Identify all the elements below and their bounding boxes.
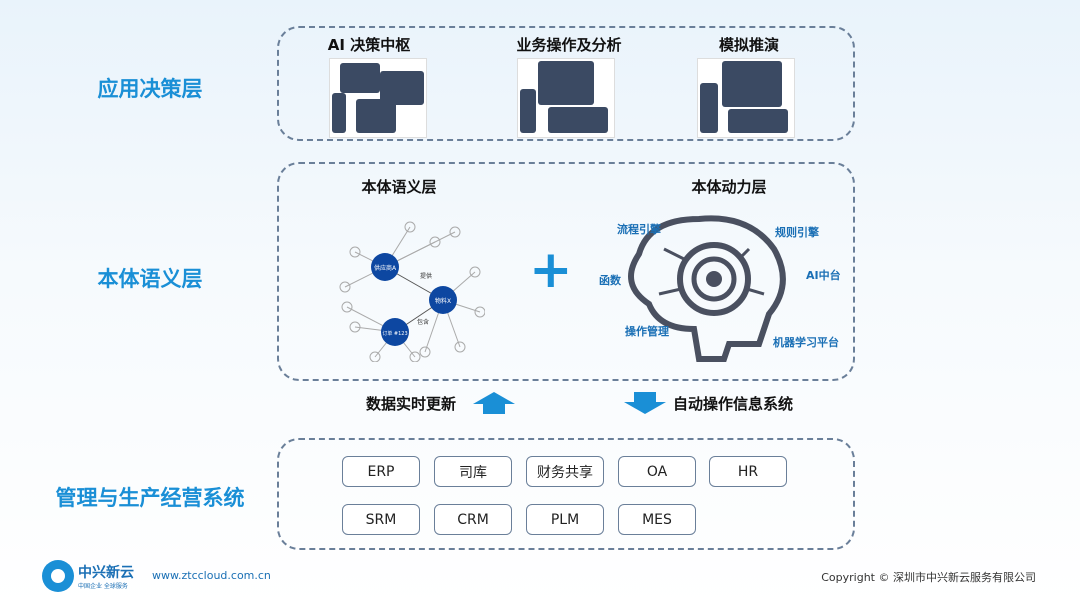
business-ops-screenshot <box>517 58 615 138</box>
down-arrow-icon <box>624 392 666 414</box>
layer-label-ontology: 本体语义层 <box>97 267 203 291</box>
ontology-layer-box: 本体语义层 本体动力层 供应商A 物料X 订单 #123 提供 包含 + 流程引… <box>277 162 855 381</box>
tag-rule-engine: 规则引擎 <box>775 226 819 239</box>
business-ops-title: 业务操作及分析 <box>516 36 622 54</box>
tag-ml-platform: 机器学习平台 <box>773 336 839 349</box>
edge-label: 包含 <box>417 318 429 326</box>
semantic-title: 本体语义层 <box>361 178 437 196</box>
system-oa: OA <box>618 456 696 487</box>
tag-process-engine: 流程引擎 <box>617 223 661 236</box>
copyright: Copyright © 深圳市中兴新云服务有限公司 <box>821 571 1036 584</box>
ai-decision-screenshot <box>329 58 427 138</box>
tag-function: 函数 <box>599 274 621 287</box>
layer-label-application: 应用决策层 <box>97 77 203 101</box>
system-crm: CRM <box>434 504 512 535</box>
tag-ai-platform: AI中台 <box>806 269 841 282</box>
system-plm: PLM <box>526 504 604 535</box>
node-label: 供应商A <box>374 264 397 272</box>
graph-node <box>371 253 399 281</box>
plus-icon: + <box>529 240 573 300</box>
edge-label: 提供 <box>420 272 432 280</box>
tag-operation-management: 操作管理 <box>625 325 669 338</box>
website-link[interactable]: www.ztccloud.com.cn <box>152 569 271 582</box>
ai-decision-title: AI 决策中枢 <box>327 36 411 54</box>
node-label: 订单 #123 <box>382 330 407 337</box>
system-shared-finance: 财务共享 <box>526 456 604 487</box>
node-label: 物料X <box>435 297 451 305</box>
brain-icon <box>628 215 786 362</box>
up-arrow-icon <box>473 392 515 414</box>
logo-icon <box>42 560 74 592</box>
knowledge-graph: 供应商A 物料X 订单 #123 提供 包含 <box>339 221 485 362</box>
simulation-screenshot <box>697 58 795 138</box>
dynamic-title: 本体动力层 <box>691 178 767 196</box>
system-hr: HR <box>709 456 787 487</box>
system-erp: ERP <box>342 456 420 487</box>
system-treasury: 司库 <box>434 456 512 487</box>
systems-layer-box <box>277 438 855 550</box>
logo-text: 中兴新云 <box>78 565 134 581</box>
layer-label-systems: 管理与生产经营系统 <box>55 486 245 510</box>
graph-node <box>381 318 409 346</box>
down-arrow-label: 自动操作信息系统 <box>673 395 794 413</box>
system-srm: SRM <box>342 504 420 535</box>
graph-node <box>429 286 457 314</box>
up-arrow-label: 数据实时更新 <box>366 395 457 413</box>
application-layer-box: AI 决策中枢 业务操作及分析 模拟推演 <box>277 26 855 141</box>
simulation-title: 模拟推演 <box>718 36 779 54</box>
system-mes: MES <box>618 504 696 535</box>
logo-tagline: 中国企业 全球服务 <box>78 583 128 590</box>
